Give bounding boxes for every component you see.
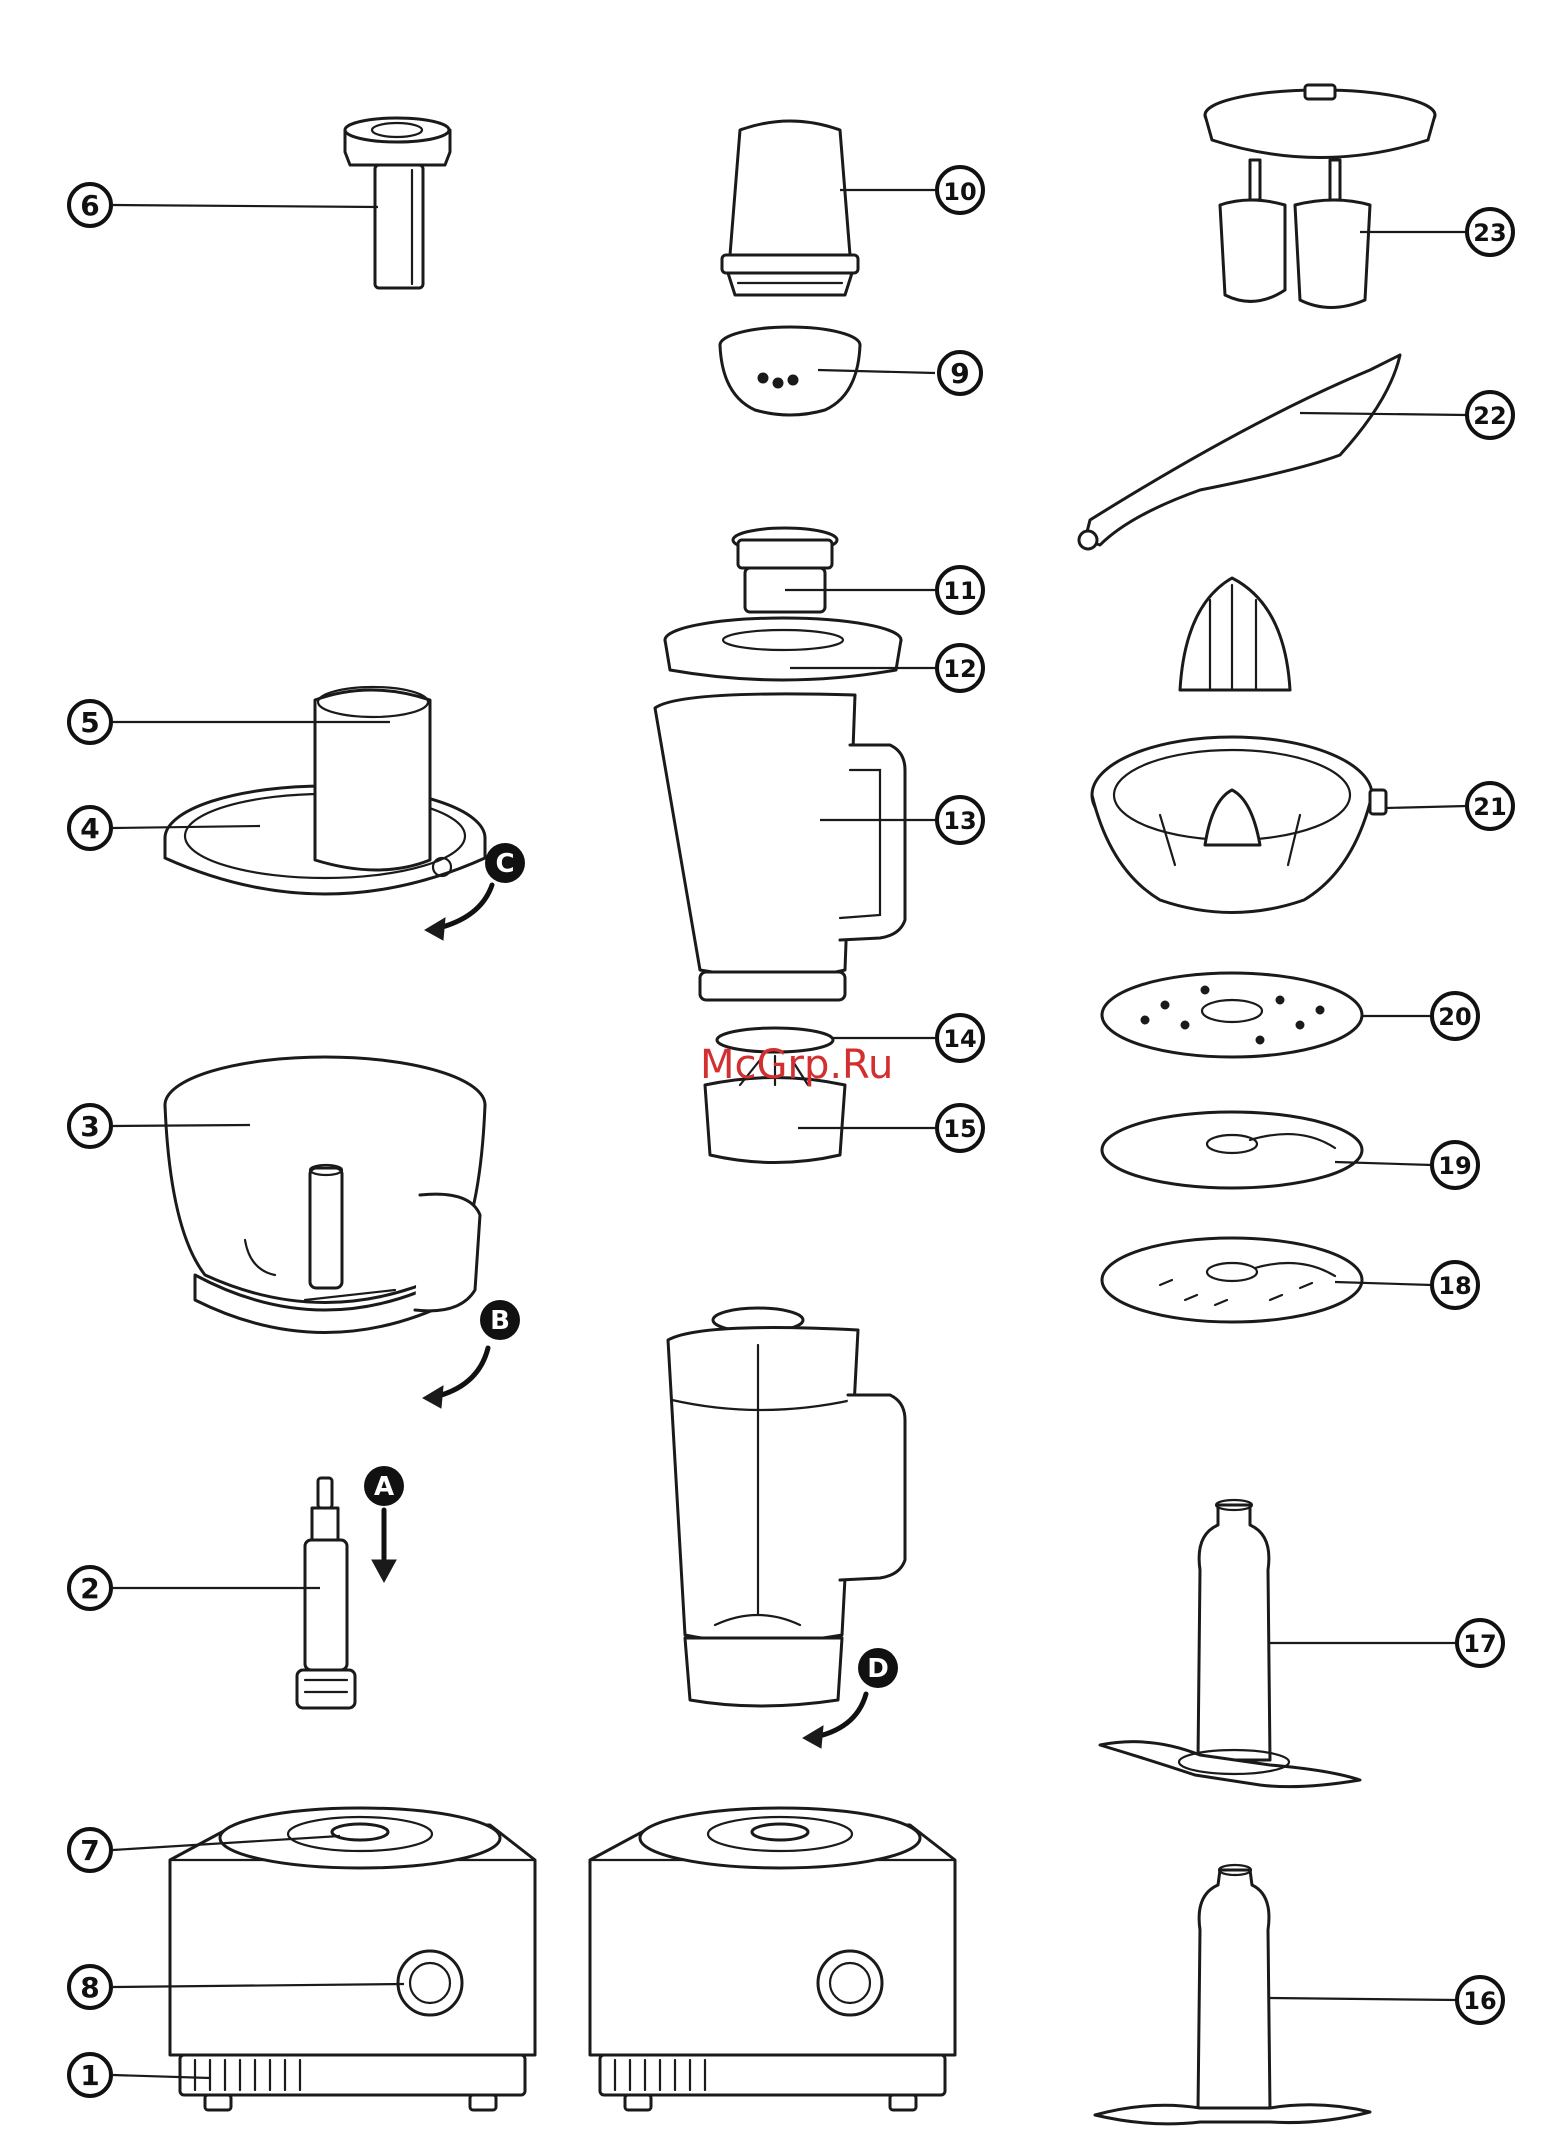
blender-jug-part xyxy=(655,694,905,1000)
callout-10: 10 xyxy=(937,167,983,213)
measuring-cap-part xyxy=(733,528,837,612)
twin-beater-part xyxy=(1205,85,1435,308)
step-a-label: A xyxy=(374,1472,394,1502)
callout-4-label: 4 xyxy=(80,812,99,845)
callout-5-label: 5 xyxy=(80,706,99,739)
callout-9-label: 9 xyxy=(950,357,969,390)
small-chopping-blade-part xyxy=(1095,1865,1370,2124)
drive-shaft-part xyxy=(297,1478,355,1708)
callout-3: 3 xyxy=(69,1105,111,1147)
callout-13-label: 13 xyxy=(943,807,976,835)
callout-20: 20 xyxy=(1432,993,1478,1039)
food-pusher-part xyxy=(345,118,450,288)
assembled-blender xyxy=(668,1308,905,1706)
callout-18: 18 xyxy=(1432,1262,1478,1308)
callout-12-label: 12 xyxy=(943,655,976,683)
step-b-marker: B xyxy=(423,1300,520,1408)
callout-17: 17 xyxy=(1457,1620,1503,1666)
watermark-text: McGrp.Ru xyxy=(700,1042,893,1088)
callout-7-label: 7 xyxy=(80,1834,99,1867)
step-d-label: D xyxy=(867,1654,889,1684)
callout-4: 4 xyxy=(69,807,111,849)
callout-8-label: 8 xyxy=(80,1971,99,2004)
spatula-part xyxy=(1079,355,1400,549)
callout-15: 15 xyxy=(937,1105,983,1151)
citrus-cone xyxy=(1180,578,1290,690)
callout-23-label: 23 xyxy=(1473,219,1506,247)
callout-1-label: 1 xyxy=(80,2059,99,2092)
callout-5: 5 xyxy=(69,701,111,743)
shredding-disc-part xyxy=(1102,1238,1362,1322)
bowl-lid-part xyxy=(165,687,485,894)
callout-21: 21 xyxy=(1467,783,1513,829)
callout-21-label: 21 xyxy=(1473,793,1506,821)
motor-base-right xyxy=(590,1808,955,2110)
callout-19-label: 19 xyxy=(1438,1152,1471,1180)
callout-9: 9 xyxy=(939,352,981,394)
slicing-disc-part xyxy=(1102,1112,1362,1188)
callout-2-label: 2 xyxy=(80,1572,99,1605)
callout-8: 8 xyxy=(69,1966,111,2008)
callout-10-label: 10 xyxy=(943,178,976,206)
callout-17-label: 17 xyxy=(1463,1630,1496,1658)
grinder-jar-part xyxy=(722,121,858,295)
callout-14-label: 14 xyxy=(943,1025,976,1053)
step-a-marker: A xyxy=(364,1466,404,1582)
callout-16-label: 16 xyxy=(1463,1987,1496,2015)
callout-22-label: 22 xyxy=(1473,402,1506,430)
processing-bowl-part xyxy=(165,1057,485,1333)
callout-22: 22 xyxy=(1467,392,1513,438)
step-b-label: B xyxy=(490,1306,510,1336)
callout-23: 23 xyxy=(1467,209,1513,255)
callout-15-label: 15 xyxy=(943,1115,976,1143)
callout-16: 16 xyxy=(1457,1977,1503,2023)
callout-12: 12 xyxy=(937,645,983,691)
callout-3-label: 3 xyxy=(80,1110,99,1143)
callout-7: 7 xyxy=(69,1829,111,1871)
callout-11: 11 xyxy=(937,567,983,613)
motor-base-left xyxy=(170,1808,535,2110)
grating-disc-part xyxy=(1102,973,1362,1057)
callout-14: 14 xyxy=(937,1015,983,1061)
callout-2: 2 xyxy=(69,1567,111,1609)
callout-20-label: 20 xyxy=(1438,1003,1471,1031)
callout-13: 13 xyxy=(937,797,983,843)
step-c-label: C xyxy=(495,849,514,879)
callout-18-label: 18 xyxy=(1438,1272,1471,1300)
callout-6: 6 xyxy=(69,184,111,226)
citrus-juicer-part xyxy=(1092,737,1386,913)
callout-19: 19 xyxy=(1432,1142,1478,1188)
callout-11-label: 11 xyxy=(943,577,976,605)
callout-6-label: 6 xyxy=(80,189,99,222)
blender-lid-part xyxy=(665,618,901,680)
callout-1: 1 xyxy=(69,2054,111,2096)
